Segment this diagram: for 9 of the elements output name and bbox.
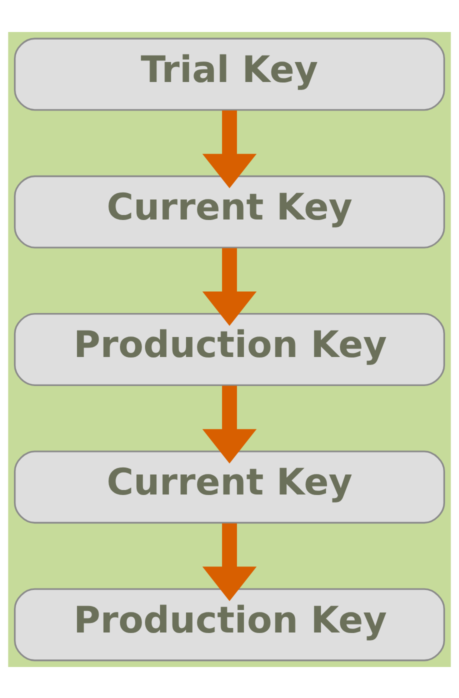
- node-box: Trial Key: [14, 37, 446, 110]
- node-box: Current Key: [14, 450, 446, 524]
- arrow: [202, 110, 257, 188]
- node-box: Production Key: [14, 588, 446, 661]
- arrow: [202, 522, 257, 601]
- node-box: Current Key: [14, 174, 446, 248]
- node-box: Production Key: [14, 312, 446, 386]
- arrow: [202, 248, 257, 326]
- arrow: [202, 385, 257, 463]
